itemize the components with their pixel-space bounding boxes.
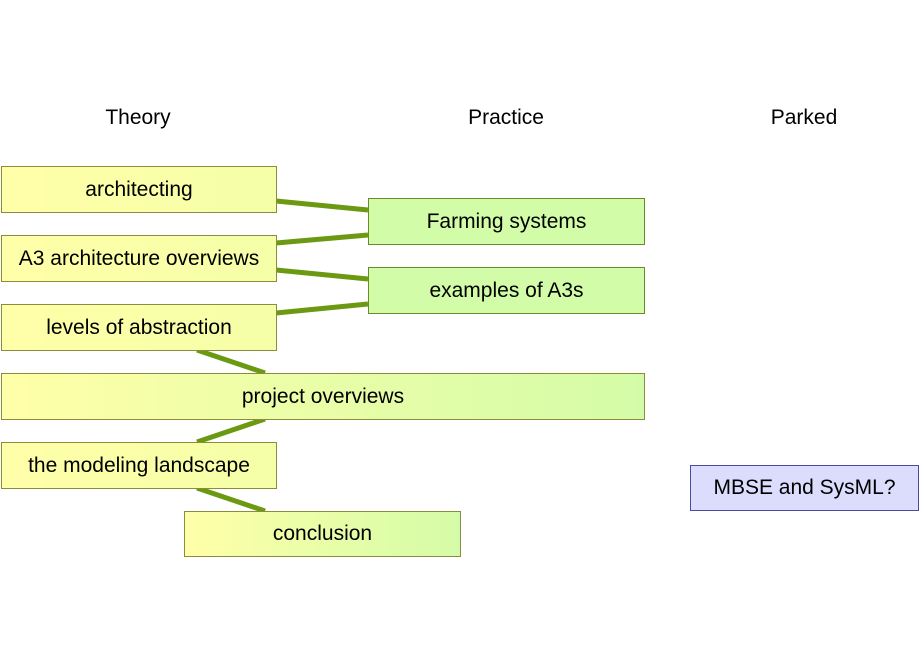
box-label: MBSE and SysML? xyxy=(713,476,896,499)
box-label: A3 architecture overviews xyxy=(18,246,260,270)
box-mbse-and-sysml[interactable]: MBSE and SysML? xyxy=(690,465,919,511)
box-label: conclusion xyxy=(272,522,373,545)
box-label: the modeling landscape xyxy=(28,453,250,477)
box-a3-architecture-overviews[interactable]: A3 architecture overviews xyxy=(1,235,277,282)
box-project-overviews[interactable]: project overviews xyxy=(1,373,645,420)
box-farming-systems[interactable]: Farming systems xyxy=(368,198,645,245)
box-label: examples of A3s xyxy=(429,278,584,302)
connector-project-modeling xyxy=(196,416,266,445)
box-modeling-landscape[interactable]: the modeling landscape xyxy=(1,442,277,489)
column-header-theory: Theory xyxy=(105,106,171,129)
connector-a3-farming xyxy=(275,232,369,246)
box-architecting[interactable]: architecting xyxy=(1,166,277,213)
connector-levels-examples xyxy=(275,301,369,316)
box-examples-of-a3s[interactable]: examples of A3s xyxy=(368,267,645,314)
box-label: levels of abstraction xyxy=(46,315,232,339)
box-label: Farming systems xyxy=(426,209,587,233)
column-header-practice: Practice xyxy=(468,106,544,129)
connector-a3-examples xyxy=(275,267,369,282)
connector-modeling-conclusion xyxy=(196,485,266,514)
column-header-parked: Parked xyxy=(770,106,838,129)
box-label: architecting xyxy=(85,177,193,201)
connector-levels-project xyxy=(196,347,266,376)
box-label: project overviews xyxy=(241,384,405,408)
box-conclusion[interactable]: conclusion xyxy=(184,511,461,557)
box-levels-of-abstraction[interactable]: levels of abstraction xyxy=(1,304,277,351)
connector-architecting-farming xyxy=(275,198,369,213)
